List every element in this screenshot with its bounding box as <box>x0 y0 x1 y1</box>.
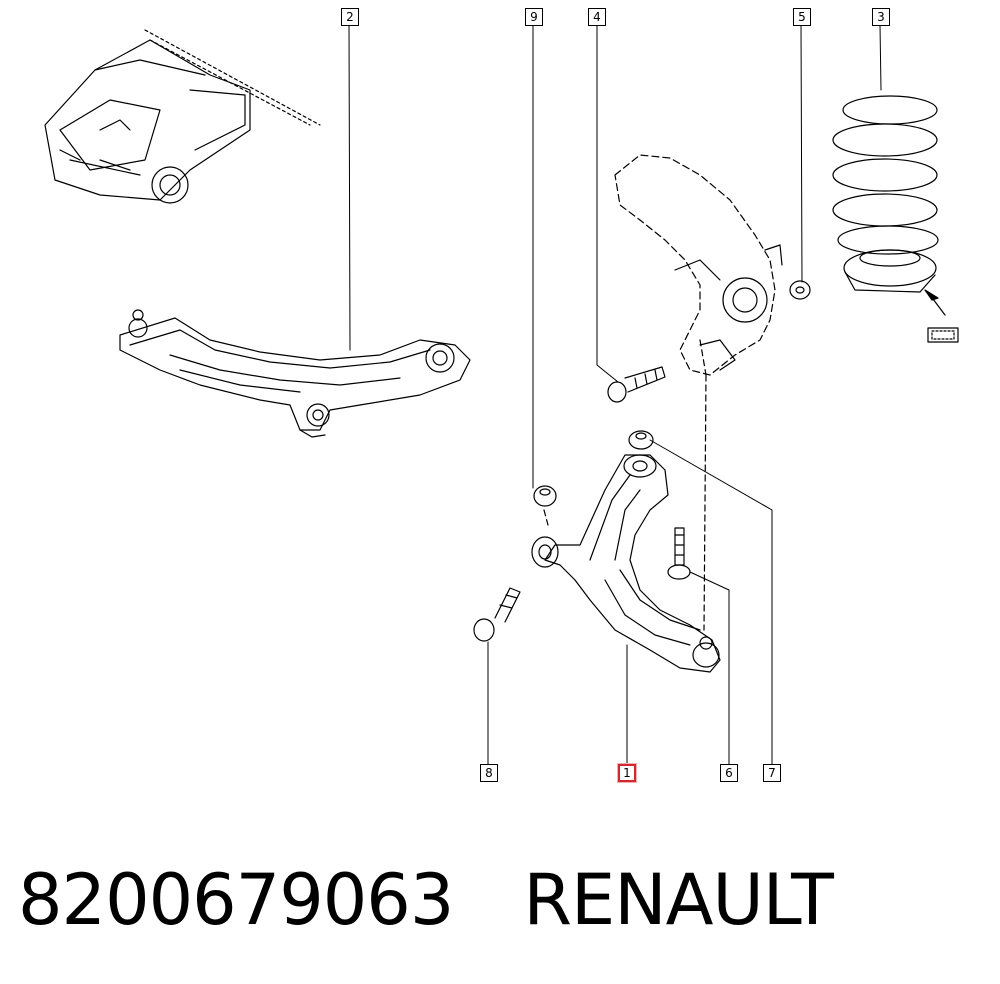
part-7-nut <box>628 430 654 450</box>
part-number: 8200679063 <box>18 859 454 941</box>
leader-lines <box>348 24 882 765</box>
part-2-subframe <box>119 309 471 438</box>
footer: 8200679063 RENAULT <box>18 855 834 945</box>
part-9-bushing <box>533 485 557 507</box>
brand-name: RENAULT <box>523 859 833 941</box>
part-5-nut <box>789 280 811 300</box>
callout-6: 6 <box>720 764 738 782</box>
callout-7: 7 <box>763 764 781 782</box>
callout-2: 2 <box>341 8 359 26</box>
steering-knuckle <box>614 154 783 376</box>
part-1-control-arm <box>531 454 721 673</box>
callout-9: 9 <box>525 8 543 26</box>
label-plate-icon <box>927 327 959 343</box>
callout-8: 8 <box>480 764 498 782</box>
callout-3: 3 <box>872 8 890 26</box>
callout-4: 4 <box>588 8 606 26</box>
exploded-parts-diagram <box>44 24 959 765</box>
car-thumbnail <box>44 29 321 204</box>
assembly-lines <box>543 339 707 631</box>
part-3-coil-spring <box>832 95 939 293</box>
callout-1: 1 <box>618 764 636 782</box>
part-8-bolt <box>473 587 521 642</box>
part-4-bolt <box>607 366 666 403</box>
callout-5: 5 <box>793 8 811 26</box>
part-6-bolt <box>667 527 691 580</box>
arrow-icon <box>924 289 946 316</box>
